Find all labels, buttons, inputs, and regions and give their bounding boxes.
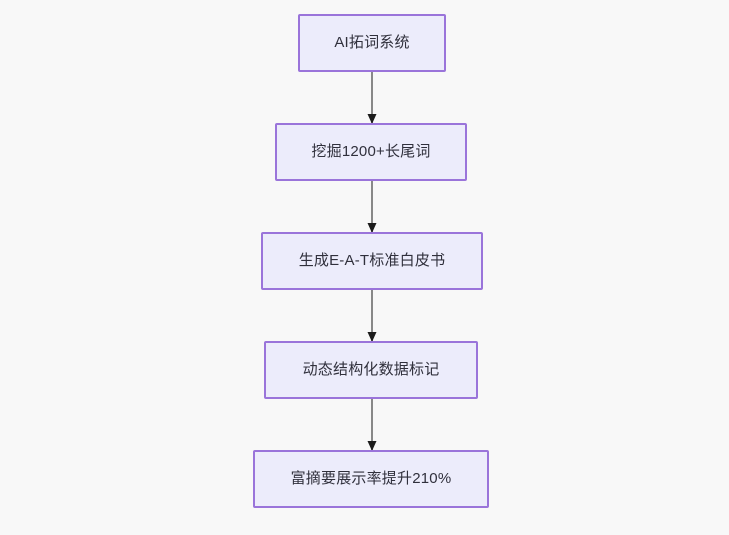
flow-node-n3[interactable]: 生成E-A-T标准白皮书 <box>261 232 483 290</box>
flow-node-label: 富摘要展示率提升210% <box>290 470 452 487</box>
flow-node-n5[interactable]: 富摘要展示率提升210% <box>253 450 489 508</box>
flow-node-label: 生成E-A-T标准白皮书 <box>298 252 446 269</box>
flow-node-label: 挖掘1200+长尾词 <box>311 143 431 160</box>
flow-node-n4[interactable]: 动态结构化数据标记 <box>264 341 478 399</box>
flow-node-label: 动态结构化数据标记 <box>302 361 440 378</box>
flow-node-n1[interactable]: AI拓词系统 <box>298 14 446 72</box>
flow-node-n2[interactable]: 挖掘1200+长尾词 <box>275 123 467 181</box>
flow-node-label: AI拓词系统 <box>334 34 410 51</box>
